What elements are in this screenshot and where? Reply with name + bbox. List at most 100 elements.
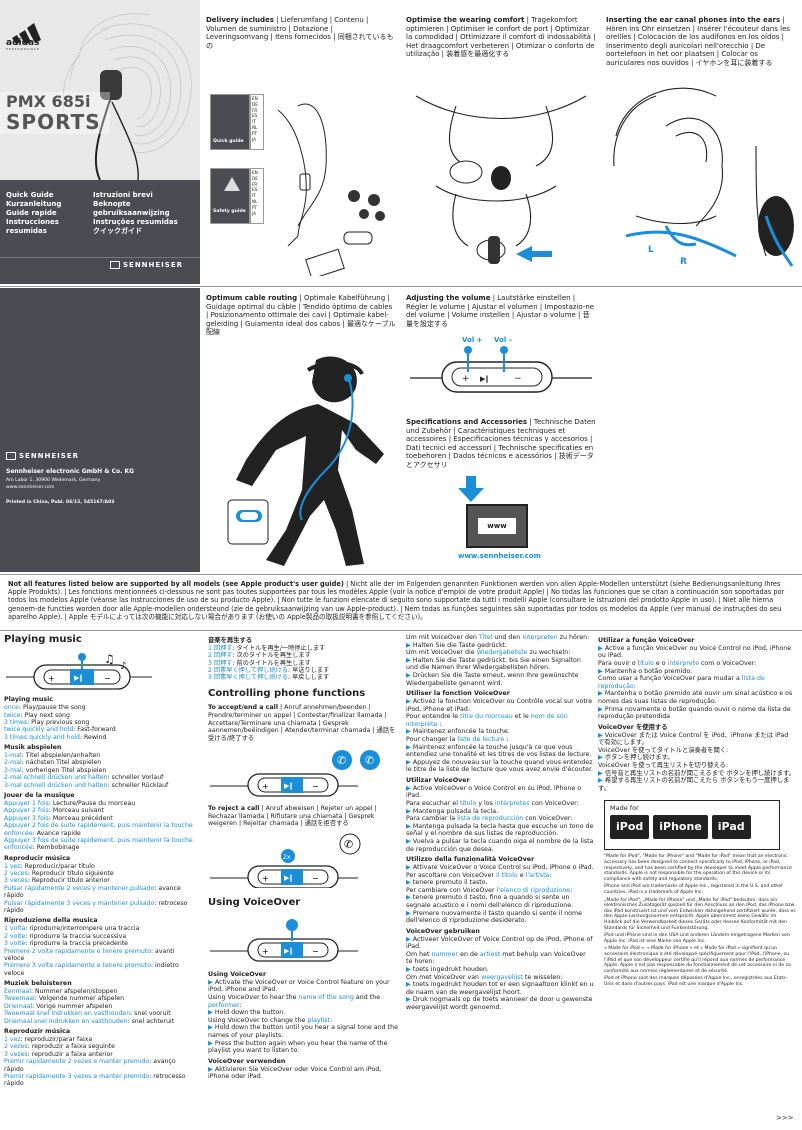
- description: : 前のタイトルを再生します: [232, 659, 311, 667]
- instruction-text: Como usar a função VoiceOver para mudar …: [598, 675, 742, 683]
- svg-text:♫: ♫: [104, 652, 115, 666]
- remote-play-drawing: +▶‖− ♫♪: [6, 652, 152, 690]
- description: : Reproducir título anterior: [27, 877, 110, 885]
- blue-term: Tweemaal snel indrukken en vasthouden: [4, 1010, 131, 1018]
- description: : reproduzir a faixa seguinte: [27, 1043, 115, 1051]
- description: : riprodurre la traccia precedente: [25, 940, 128, 948]
- list-line: twice quickly and hold: Fast-forward: [4, 726, 194, 733]
- list-line: 2 volte: riprodurre la traccia successiv…: [4, 933, 194, 940]
- arrow-right-icon: ▶: [406, 935, 413, 943]
- instruction-line: Using VoiceOver to hear the name of the …: [208, 994, 398, 1009]
- instruction-text: Mantenga pulsada la tecla hasta que escu…: [406, 822, 594, 838]
- arrow-right-icon: ▶: [406, 822, 413, 830]
- highlight-term: il titolo: [496, 871, 518, 879]
- reject-call-text: To reject a call | Anruf abweisen | Reje…: [208, 805, 377, 828]
- blue-term: 2 volte: [4, 932, 26, 940]
- blue-term: 2 回素早く押して押し続ける: [208, 667, 288, 675]
- instruction-text: tenere premuto il tasto.: [412, 879, 488, 887]
- instruction-text: Press the button again when you hear the…: [208, 1039, 388, 1055]
- svg-text:+: +: [48, 674, 55, 683]
- description: : nächsten Titel abspielen: [21, 759, 102, 767]
- svg-text:+: +: [262, 874, 269, 883]
- description: : snel achteruit: [127, 1017, 175, 1025]
- svg-text:✆: ✆: [365, 754, 374, 767]
- legal-notice: "Made for iPod", "Made for iPhone" and "…: [598, 854, 796, 987]
- description: : snel vooruit: [130, 1010, 171, 1018]
- instruction-line: Para escuchar el título y los intérprete…: [406, 800, 594, 808]
- legal-paragraph: iPod et iPhone sont des marques déposées…: [604, 976, 788, 987]
- instruction-line: ▶ Press the button again when you hear t…: [208, 1040, 398, 1055]
- instruction-text: ボタンを押し続けます。: [604, 754, 674, 762]
- instruction-text: Para escuchar el: [406, 800, 460, 807]
- list-line: 2 vezes: reproduzir a faixa seguinte: [4, 1043, 194, 1050]
- guide-titles-left: Quick Guide Kurzanleitung Guide rapide I…: [6, 191, 86, 236]
- svg-text:+: +: [462, 374, 470, 384]
- back-cover-panel: SENNHEISER Sennheiser electronic GmbH & …: [0, 288, 200, 572]
- instruction-line: ▶ Mantenga pulsada la tecla.: [406, 808, 594, 816]
- sennheiser-logo: SENNHEISER: [110, 261, 183, 270]
- list-heading: 音楽を再生する: [208, 637, 253, 644]
- instruction-text: Using VoiceOver to hear the: [208, 993, 299, 1001]
- instruction-line: ▶ Activez la fonction VoiceOver ou Contr…: [406, 698, 594, 713]
- highlight-term: l'elenco di riproduzione: [496, 886, 571, 894]
- highlight-term: Interpreten: [522, 634, 558, 641]
- highlight-term: nummer: [431, 950, 459, 958]
- description: : タイトルを再生/一時停止します: [232, 644, 326, 652]
- remote-volume-drawing: +▶‖−: [410, 346, 592, 393]
- instruction-text: and the: [353, 993, 381, 1001]
- instruction-line: ▶ VoiceOver または Voice Control を iPod、iPh…: [598, 732, 796, 747]
- instruction-text: Halten Sie die Taste gedrückt, bis Sie e…: [406, 656, 581, 672]
- list-line: 2 veces: Reproducir título siguiente: [4, 870, 194, 877]
- instruction-line: VoiceOver を使ってタイトルと演奏者を聞く:: [598, 747, 796, 755]
- ear-illustration: [62, 13, 192, 180]
- blue-term: 3 volte: [4, 940, 26, 948]
- voiceover-pt-ja-lists: Utilizar a função VoiceOver▶ Active a fu…: [598, 637, 796, 792]
- svg-text:♪: ♪: [120, 661, 126, 672]
- arrow-right-icon: ▶: [598, 644, 605, 652]
- list-heading: Utilizzo della funzionalità VoiceOver: [406, 856, 535, 864]
- instruction-text: Premere nuovamente il tasto quando si se…: [406, 909, 582, 925]
- list-line: 2 回素早く押して押し続ける: 早送りします: [208, 667, 398, 674]
- list-line: Premere 2 volte rapidamente e tenere pre…: [4, 948, 194, 963]
- blue-term: Pulsar rápidamente 2 veces y mantener pu…: [4, 884, 155, 892]
- instruction-text: :: [504, 735, 509, 743]
- svg-text:−: −: [514, 374, 522, 384]
- blue-term: Premere 2 volte rapidamente e tenere pre…: [4, 947, 151, 955]
- arrow-right-icon: ▶: [406, 966, 413, 973]
- volume-figure: Vol + Vol – +▶‖−: [406, 334, 596, 394]
- company-address: Am Labor 1, 30900 Wedemark, Germany: [6, 478, 101, 483]
- specs-figure: www www.sennheiser.com: [436, 476, 566, 566]
- svg-text:▶‖: ▶‖: [74, 674, 83, 682]
- instruction-text: Active a função VoiceOver ou Voice Contr…: [598, 644, 792, 660]
- instruction-text: Pour changer la: [406, 735, 458, 743]
- instruction-text: Maintenez enfoncée la touche jusqu'à ce …: [406, 743, 592, 759]
- arrow-right-icon: ▶: [208, 1065, 215, 1073]
- section-title-phone: Controlling phone functions: [208, 687, 366, 699]
- voiceover-lists: Um mit VoiceOver den Titel und den Inter…: [406, 634, 594, 1012]
- instruction-line: ▶ ボタンを押し続けます。: [598, 754, 796, 762]
- instruction-text: Per ascoltare con VoiceOver: [406, 871, 497, 879]
- instruction-text: Attivare VoiceOver o Voice Control su iP…: [412, 864, 594, 872]
- instruction-line: ▶ Activeer VoiceOver of Voice Control op…: [406, 936, 594, 951]
- list-line: Eenmaal: Nummer afspelen/stoppen: [4, 988, 194, 995]
- description: : Lecture/Pause du morceau: [48, 799, 136, 807]
- arrow-right-icon: ▶: [406, 909, 413, 917]
- instruction-line: ▶ toets ingedrukt houden.: [406, 966, 594, 974]
- instruction-line: ▶ Druk nogmaals op de toets wanneer de d…: [406, 996, 594, 1011]
- instruction-text: Activate the VoiceOver or Voice Control …: [208, 978, 390, 994]
- list-line: 3 veces: Reproducir título anterior: [4, 877, 194, 884]
- highlight-term: Titel: [478, 634, 493, 641]
- list-line: Pulsar rápidamente 2 veces y mantener pu…: [4, 885, 194, 900]
- instruction-text: 希望する再生リストの名前が聞こえたら ボタンをもう一度押します。: [598, 777, 790, 792]
- instruction-text: tenere premuto il tasto, fino a quando s…: [406, 894, 574, 909]
- highlight-term: performer: [208, 1001, 240, 1009]
- instruction-line: ▶ Hold down the button until you hear a …: [208, 1024, 398, 1039]
- website-link[interactable]: www.sennheiser.com: [458, 552, 541, 560]
- blue-term: Appuyer 3 fois de suite rapidement, puis…: [4, 836, 193, 852]
- blue-term: 2 vezes: [4, 1043, 28, 1051]
- phone-end-icon: [360, 750, 380, 771]
- blue-term: 3 times quickly and hold: [4, 733, 80, 741]
